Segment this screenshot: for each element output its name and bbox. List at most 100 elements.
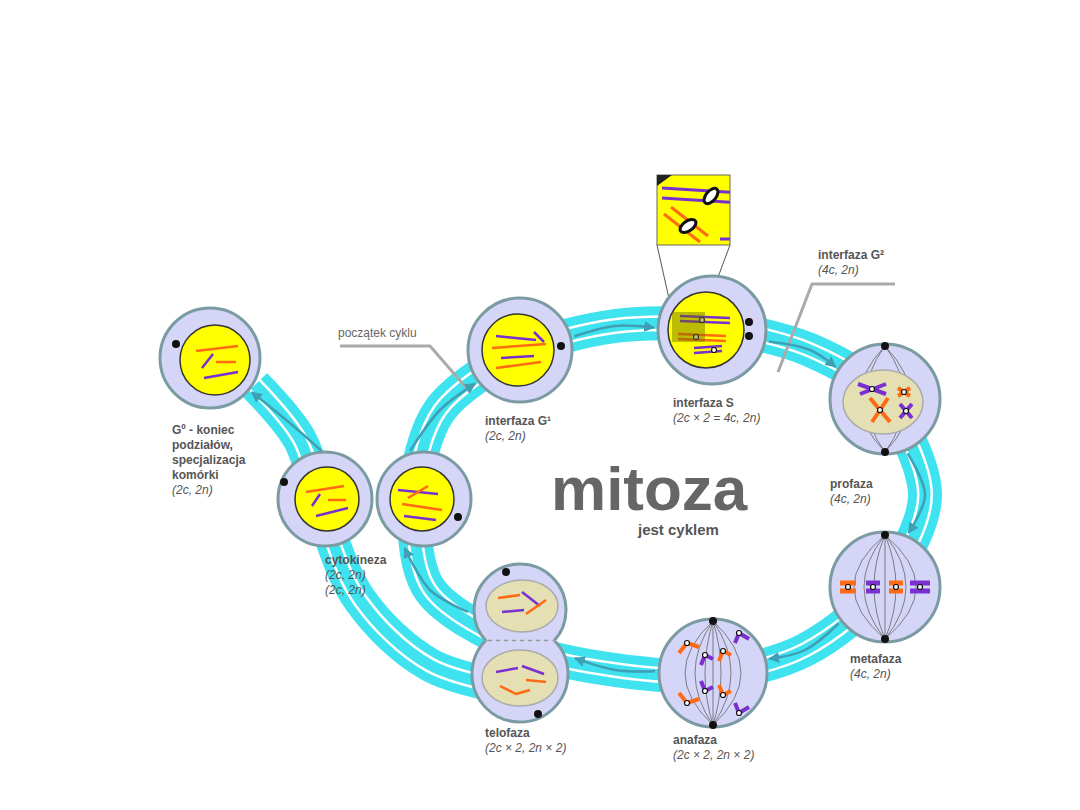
cleavage-furrow	[488, 640, 552, 642]
chromosome	[900, 404, 912, 418]
centromere	[703, 689, 708, 694]
chromosome	[664, 214, 700, 242]
stage-name: interfaza S	[673, 396, 813, 411]
cycle-band	[255, 385, 520, 690]
centromere	[685, 701, 690, 706]
cell	[659, 619, 767, 727]
centrosome	[557, 342, 565, 350]
chromosome	[522, 592, 540, 606]
cycle-band	[255, 385, 520, 690]
cycle-arrow	[769, 342, 836, 367]
nucleus	[486, 580, 558, 632]
cell-node: metafaza(4c, 2n)	[828, 530, 942, 644]
cell-node: Gº - koniec podziałów, specjalizacja kom…	[158, 306, 262, 410]
chromosome	[720, 238, 730, 241]
chromosome	[328, 499, 346, 502]
centrosome	[709, 721, 717, 729]
cell-node: anafaza(2c × 2, 2n × 2)	[657, 617, 769, 729]
stage-name: interfaza G¹	[485, 414, 605, 429]
chromosome	[312, 494, 320, 506]
chromosome	[898, 388, 910, 396]
cycle-arrow	[574, 326, 654, 337]
chromosome	[502, 610, 524, 612]
nucleus	[482, 314, 554, 386]
centromere	[902, 390, 907, 395]
chromosome	[870, 398, 890, 422]
subtitle: jest cyklem	[638, 521, 719, 539]
chromosome	[858, 384, 886, 394]
chromosome	[204, 372, 238, 378]
centrosome	[745, 332, 753, 340]
chromosome	[694, 346, 722, 348]
centrosome	[534, 710, 542, 718]
chromosome	[522, 666, 544, 674]
cycle-band	[255, 385, 520, 690]
chromosome	[404, 516, 436, 520]
centrosome	[745, 318, 753, 326]
chromosome	[860, 384, 886, 394]
spindle-fiber	[713, 621, 721, 725]
spindle-fiber	[685, 621, 713, 725]
centromere	[712, 348, 717, 353]
stage-name: telofaza	[485, 726, 615, 741]
centromere	[846, 585, 851, 590]
centrosome	[502, 568, 510, 576]
cell-node: interfaza G¹(2c, 2n)	[466, 296, 574, 404]
chromosome-formula: (2c, 2n)	[485, 429, 605, 444]
cell	[830, 532, 940, 642]
chromosome	[496, 668, 518, 672]
cycle-arrow	[410, 384, 475, 451]
nucleus	[295, 467, 359, 531]
chromosome	[534, 332, 544, 342]
chromosome	[196, 346, 238, 351]
nucleus	[482, 650, 558, 706]
stage-name: profaza	[830, 477, 920, 492]
stage-name: metafaza	[850, 652, 940, 667]
cell-node: profaza(4c, 2n)	[828, 342, 942, 456]
stage-name: anafaza	[673, 733, 803, 748]
centromere	[870, 387, 875, 392]
chromosome	[500, 686, 530, 694]
cycle-arrow	[575, 658, 655, 671]
chromosome-formula: (2c, 2n)	[325, 583, 415, 598]
cell	[278, 452, 372, 546]
stage-name: cytokineza	[325, 553, 415, 568]
stage-label: profaza(4c, 2n)	[830, 477, 920, 507]
centromere	[685, 641, 690, 646]
cell-drawing	[657, 617, 769, 729]
centromere	[678, 217, 698, 236]
cell-drawing	[158, 306, 262, 410]
cycle-arrow	[252, 392, 325, 454]
chromosome	[526, 600, 546, 614]
nucleus	[390, 467, 454, 531]
chromosome	[498, 595, 520, 598]
cycle-arrow	[769, 624, 838, 659]
stage-label: interfaza S(2c × 2 = 4c, 2n)	[673, 396, 813, 426]
centrosome	[881, 342, 889, 350]
stage-name: interfaza G²	[818, 248, 884, 263]
stage-label: anafaza(2c × 2, 2n × 2)	[673, 733, 803, 763]
chromosome-formula: (4c, 2n)	[830, 492, 920, 507]
title: mitoza	[551, 458, 747, 520]
chromosome-formula: (2c × 2, 2n × 2)	[673, 748, 803, 763]
nucleus	[843, 370, 923, 434]
centromere	[878, 408, 883, 413]
spindle-fiber	[885, 535, 886, 639]
cell-outline	[472, 641, 568, 723]
centromere	[918, 585, 923, 590]
cell-drawing	[656, 274, 768, 386]
chromosome	[662, 188, 730, 193]
chromosome	[671, 207, 708, 236]
centrosome	[454, 513, 462, 521]
cell-node: interfaza S(2c × 2 = 4c, 2n)	[656, 274, 768, 386]
centrosome	[280, 478, 288, 486]
spindle-fiber	[885, 535, 916, 639]
chromosome	[202, 354, 213, 368]
spindle-fiber	[885, 535, 906, 639]
centrosome	[709, 617, 717, 625]
zoom-area	[672, 312, 705, 342]
spindle-fiber	[864, 535, 885, 639]
nucleus	[180, 325, 250, 395]
zoom-inset-box	[657, 175, 730, 245]
centrosome	[172, 340, 180, 348]
